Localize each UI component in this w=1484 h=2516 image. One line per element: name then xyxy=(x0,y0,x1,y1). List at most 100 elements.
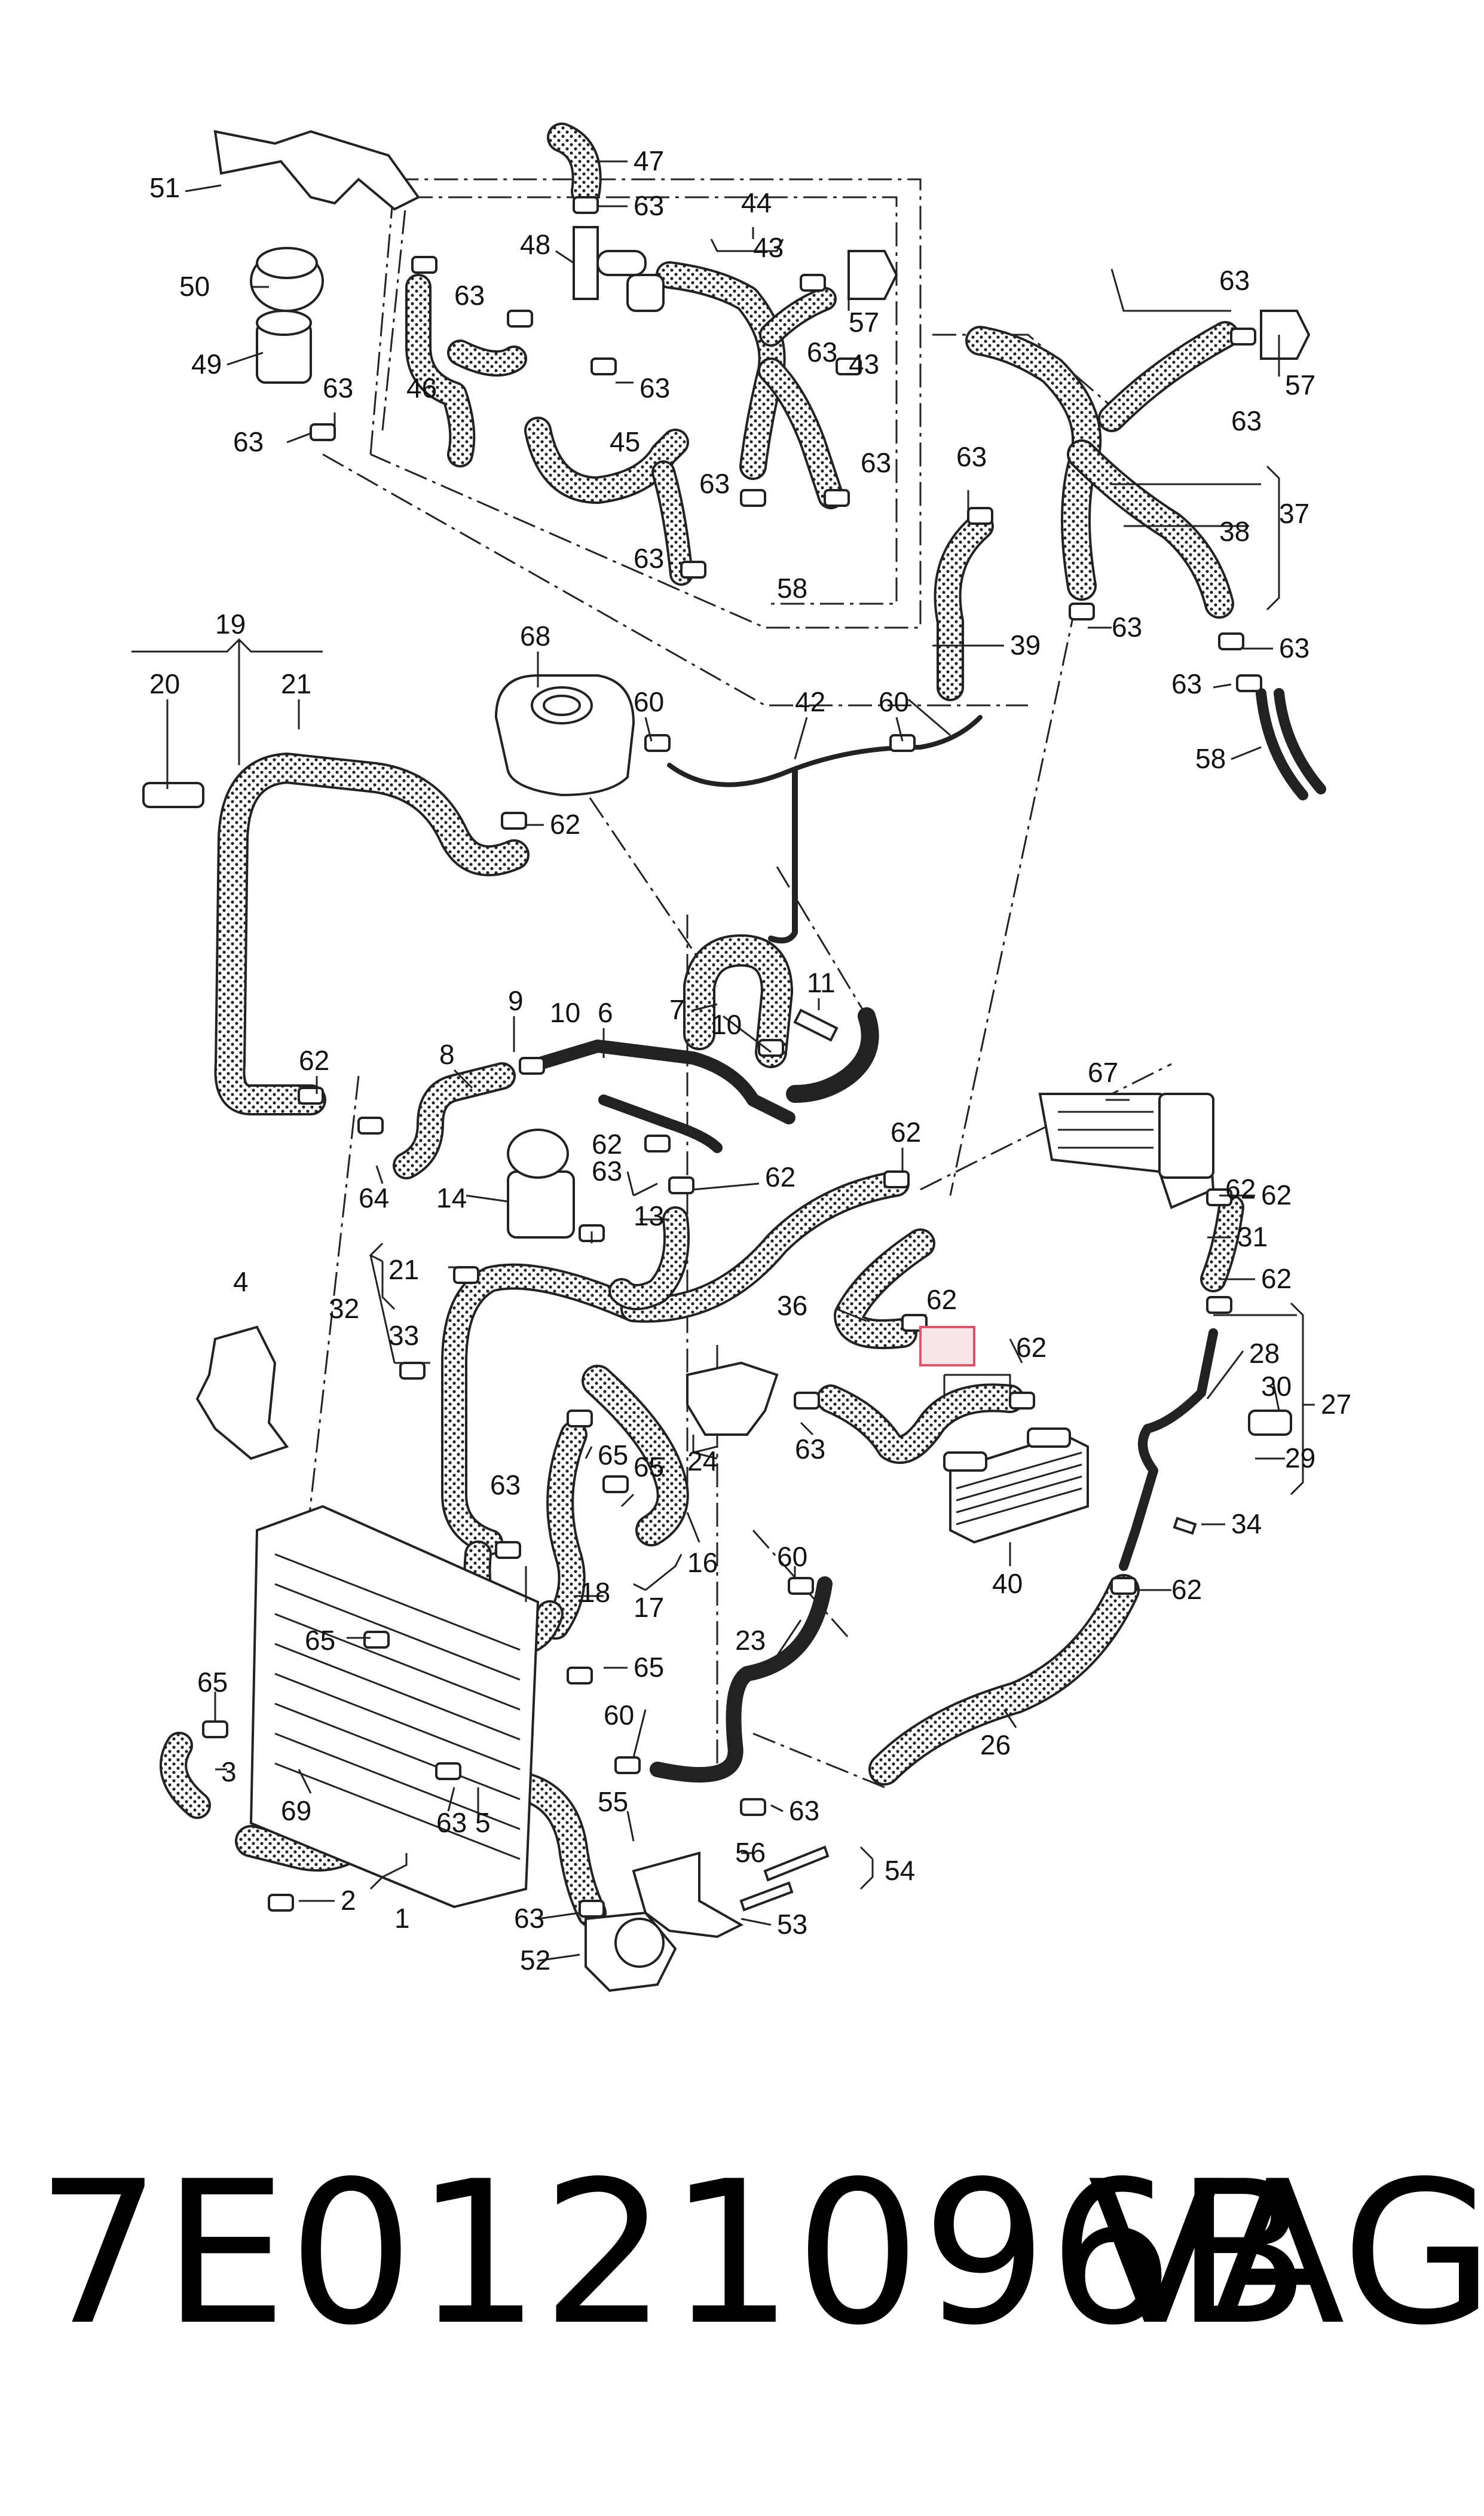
callout-21: 21 xyxy=(388,1254,419,1285)
callout-63: 63 xyxy=(323,372,353,403)
callout-62: 62 xyxy=(1225,1173,1256,1204)
callout-32: 32 xyxy=(329,1293,359,1324)
callout-63: 63 xyxy=(454,280,485,311)
footer: 7E0121096B VAG xyxy=(0,2128,1484,2379)
callout-49: 49 xyxy=(191,348,222,380)
callout-56: 56 xyxy=(735,1837,766,1868)
callout-58: 58 xyxy=(777,573,807,604)
callout-63: 63 xyxy=(634,543,664,574)
callout-62: 62 xyxy=(299,1045,329,1076)
callout-63: 63 xyxy=(634,190,664,221)
t-connector-48 xyxy=(573,226,599,300)
callout-37: 37 xyxy=(1279,498,1309,529)
callout-63: 63 xyxy=(514,1903,544,1934)
pump-14 xyxy=(507,1170,575,1239)
callout-44: 44 xyxy=(741,187,772,218)
callout-63: 63 xyxy=(1171,668,1202,699)
callout-60: 60 xyxy=(879,686,909,717)
callout-21: 21 xyxy=(281,668,311,699)
callout-62: 62 xyxy=(592,1129,622,1160)
callout-63: 63 xyxy=(789,1795,819,1826)
callout-63: 63 xyxy=(1279,632,1309,664)
callout-57: 57 xyxy=(849,307,879,338)
coolant-housing-4 xyxy=(195,1325,289,1460)
bracket-51 xyxy=(213,130,420,211)
callout-30: 30 xyxy=(1261,1371,1292,1402)
callout-34: 34 xyxy=(1231,1508,1262,1539)
hoses xyxy=(160,123,1326,1928)
callout-62: 62 xyxy=(1261,1179,1292,1210)
brand-name: VAG xyxy=(1088,2139,1484,2368)
callout-labels: 47 63 51 44 43 48 50 63 57 63 43 49 63 4… xyxy=(149,145,1351,1976)
components xyxy=(142,130,1311,1992)
callout-62: 62 xyxy=(550,809,580,840)
callout-24: 24 xyxy=(687,1445,718,1476)
callout-62: 62 xyxy=(926,1284,957,1315)
radiator-69 xyxy=(249,1505,540,1909)
callout-53: 53 xyxy=(777,1909,807,1940)
callout-43: 43 xyxy=(849,348,879,380)
callout-60: 60 xyxy=(604,1699,634,1731)
callout-50: 50 xyxy=(179,271,210,302)
callout-16: 16 xyxy=(687,1547,718,1578)
connector-57b xyxy=(1260,310,1311,360)
callout-67: 67 xyxy=(1088,1057,1118,1088)
callout-7: 7 xyxy=(669,994,685,1025)
callout-63: 63 xyxy=(699,468,730,499)
callout-57: 57 xyxy=(1285,369,1315,401)
bolt-34 xyxy=(1173,1517,1197,1535)
callout-14: 14 xyxy=(436,1182,467,1213)
callout-63: 63 xyxy=(436,1807,467,1838)
callout-65: 65 xyxy=(598,1439,628,1471)
callout-63: 63 xyxy=(807,337,837,368)
sensor-30 xyxy=(1248,1410,1292,1436)
callout-45: 45 xyxy=(610,426,640,457)
callout-23: 23 xyxy=(735,1625,766,1656)
callout-18: 18 xyxy=(580,1577,610,1608)
callout-3: 3 xyxy=(221,1756,237,1787)
callout-63: 63 xyxy=(490,1469,521,1500)
callout-4: 4 xyxy=(233,1266,249,1297)
callout-1: 1 xyxy=(394,1903,410,1934)
callout-63: 63 xyxy=(1231,405,1262,436)
callout-28: 28 xyxy=(1249,1338,1280,1369)
callout-36: 36 xyxy=(777,1290,807,1321)
callout-65: 65 xyxy=(634,1451,664,1482)
callout-6: 6 xyxy=(598,997,613,1028)
coolant-flange-24 xyxy=(686,1361,779,1436)
callout-27: 27 xyxy=(1321,1389,1351,1420)
callout-29: 29 xyxy=(1285,1442,1315,1473)
callout-43: 43 xyxy=(753,232,784,263)
callout-40: 40 xyxy=(992,1568,1023,1599)
callout-39: 39 xyxy=(1010,629,1041,661)
callout-54: 54 xyxy=(885,1855,915,1886)
callout-62: 62 xyxy=(1261,1263,1292,1294)
callout-60: 60 xyxy=(777,1541,807,1572)
callout-62: 62 xyxy=(1171,1574,1202,1605)
callout-20: 20 xyxy=(149,668,180,699)
bolt-11 xyxy=(793,1008,839,1042)
callout-65: 65 xyxy=(305,1625,335,1656)
callout-69: 69 xyxy=(281,1795,311,1826)
callout-52: 52 xyxy=(520,1945,550,1976)
bracket-53 xyxy=(632,1851,744,1939)
callout-42: 42 xyxy=(795,686,825,717)
callout-10: 10 xyxy=(550,997,580,1028)
callout-13: 13 xyxy=(634,1200,664,1231)
bolt-54 xyxy=(763,1845,830,1882)
oil-cooler-40 xyxy=(949,1433,1089,1544)
callout-55: 55 xyxy=(598,1786,628,1817)
callout-5: 5 xyxy=(475,1807,491,1838)
hose-clamps xyxy=(202,196,1262,1918)
callout-64: 64 xyxy=(359,1182,389,1213)
callout-63: 63 xyxy=(233,426,264,457)
callout-62: 62 xyxy=(1016,1332,1047,1363)
callout-58: 58 xyxy=(1195,743,1226,774)
callout-63: 63 xyxy=(956,441,987,472)
callout-63: 63 xyxy=(795,1433,825,1465)
callout-62: 62 xyxy=(891,1117,921,1148)
expansion-tank-68 xyxy=(494,674,635,797)
connector-57a xyxy=(847,250,898,300)
callout-63: 63 xyxy=(640,372,670,403)
callout-68: 68 xyxy=(520,620,550,652)
